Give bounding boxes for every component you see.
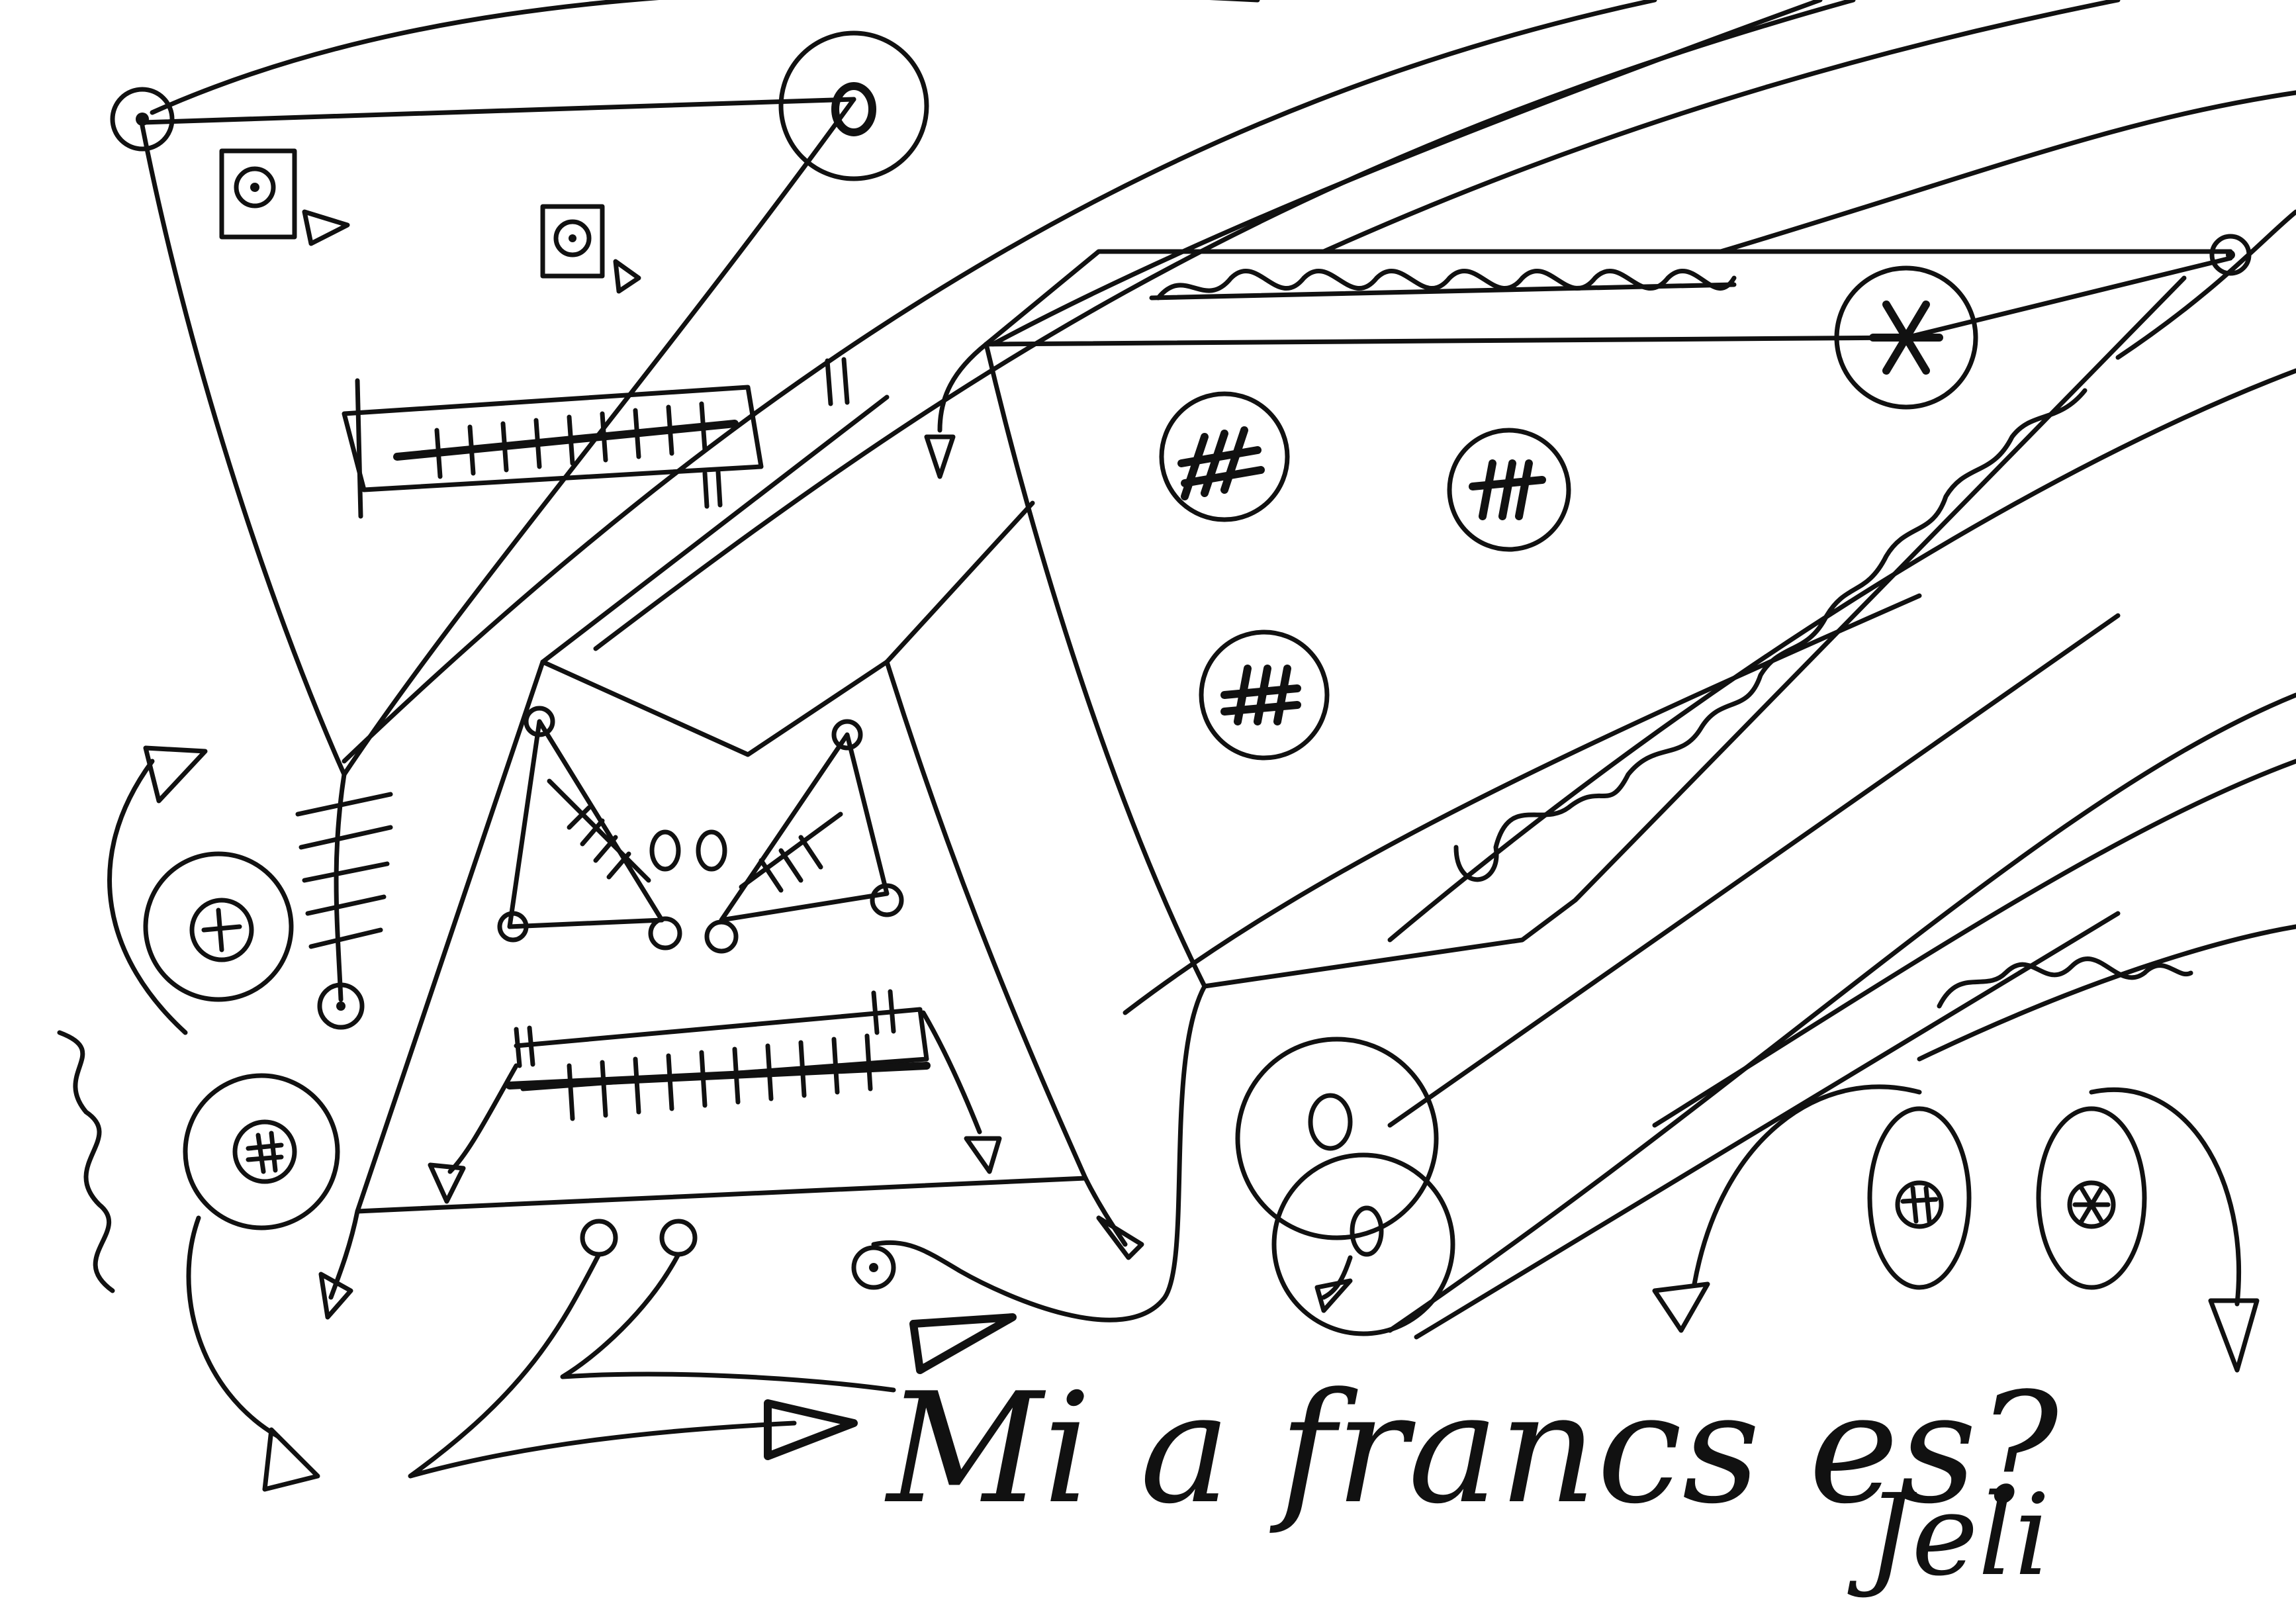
artist-signature: Jeli xyxy=(1866,1470,2050,1601)
handwritten-caption: Mi a francs es? xyxy=(887,1361,2059,1538)
right-panel xyxy=(924,234,2252,989)
background-sweep-lines xyxy=(150,0,2296,1333)
left-discs xyxy=(57,745,340,1492)
central-m-panel xyxy=(318,394,1144,1320)
bottom-connectors xyxy=(408,1219,1017,1479)
top-left-panel xyxy=(110,30,929,777)
left-hatch-column xyxy=(295,772,393,1030)
bottom-right-loops xyxy=(1652,956,2260,1373)
bottom-cylinder xyxy=(851,613,2121,1340)
